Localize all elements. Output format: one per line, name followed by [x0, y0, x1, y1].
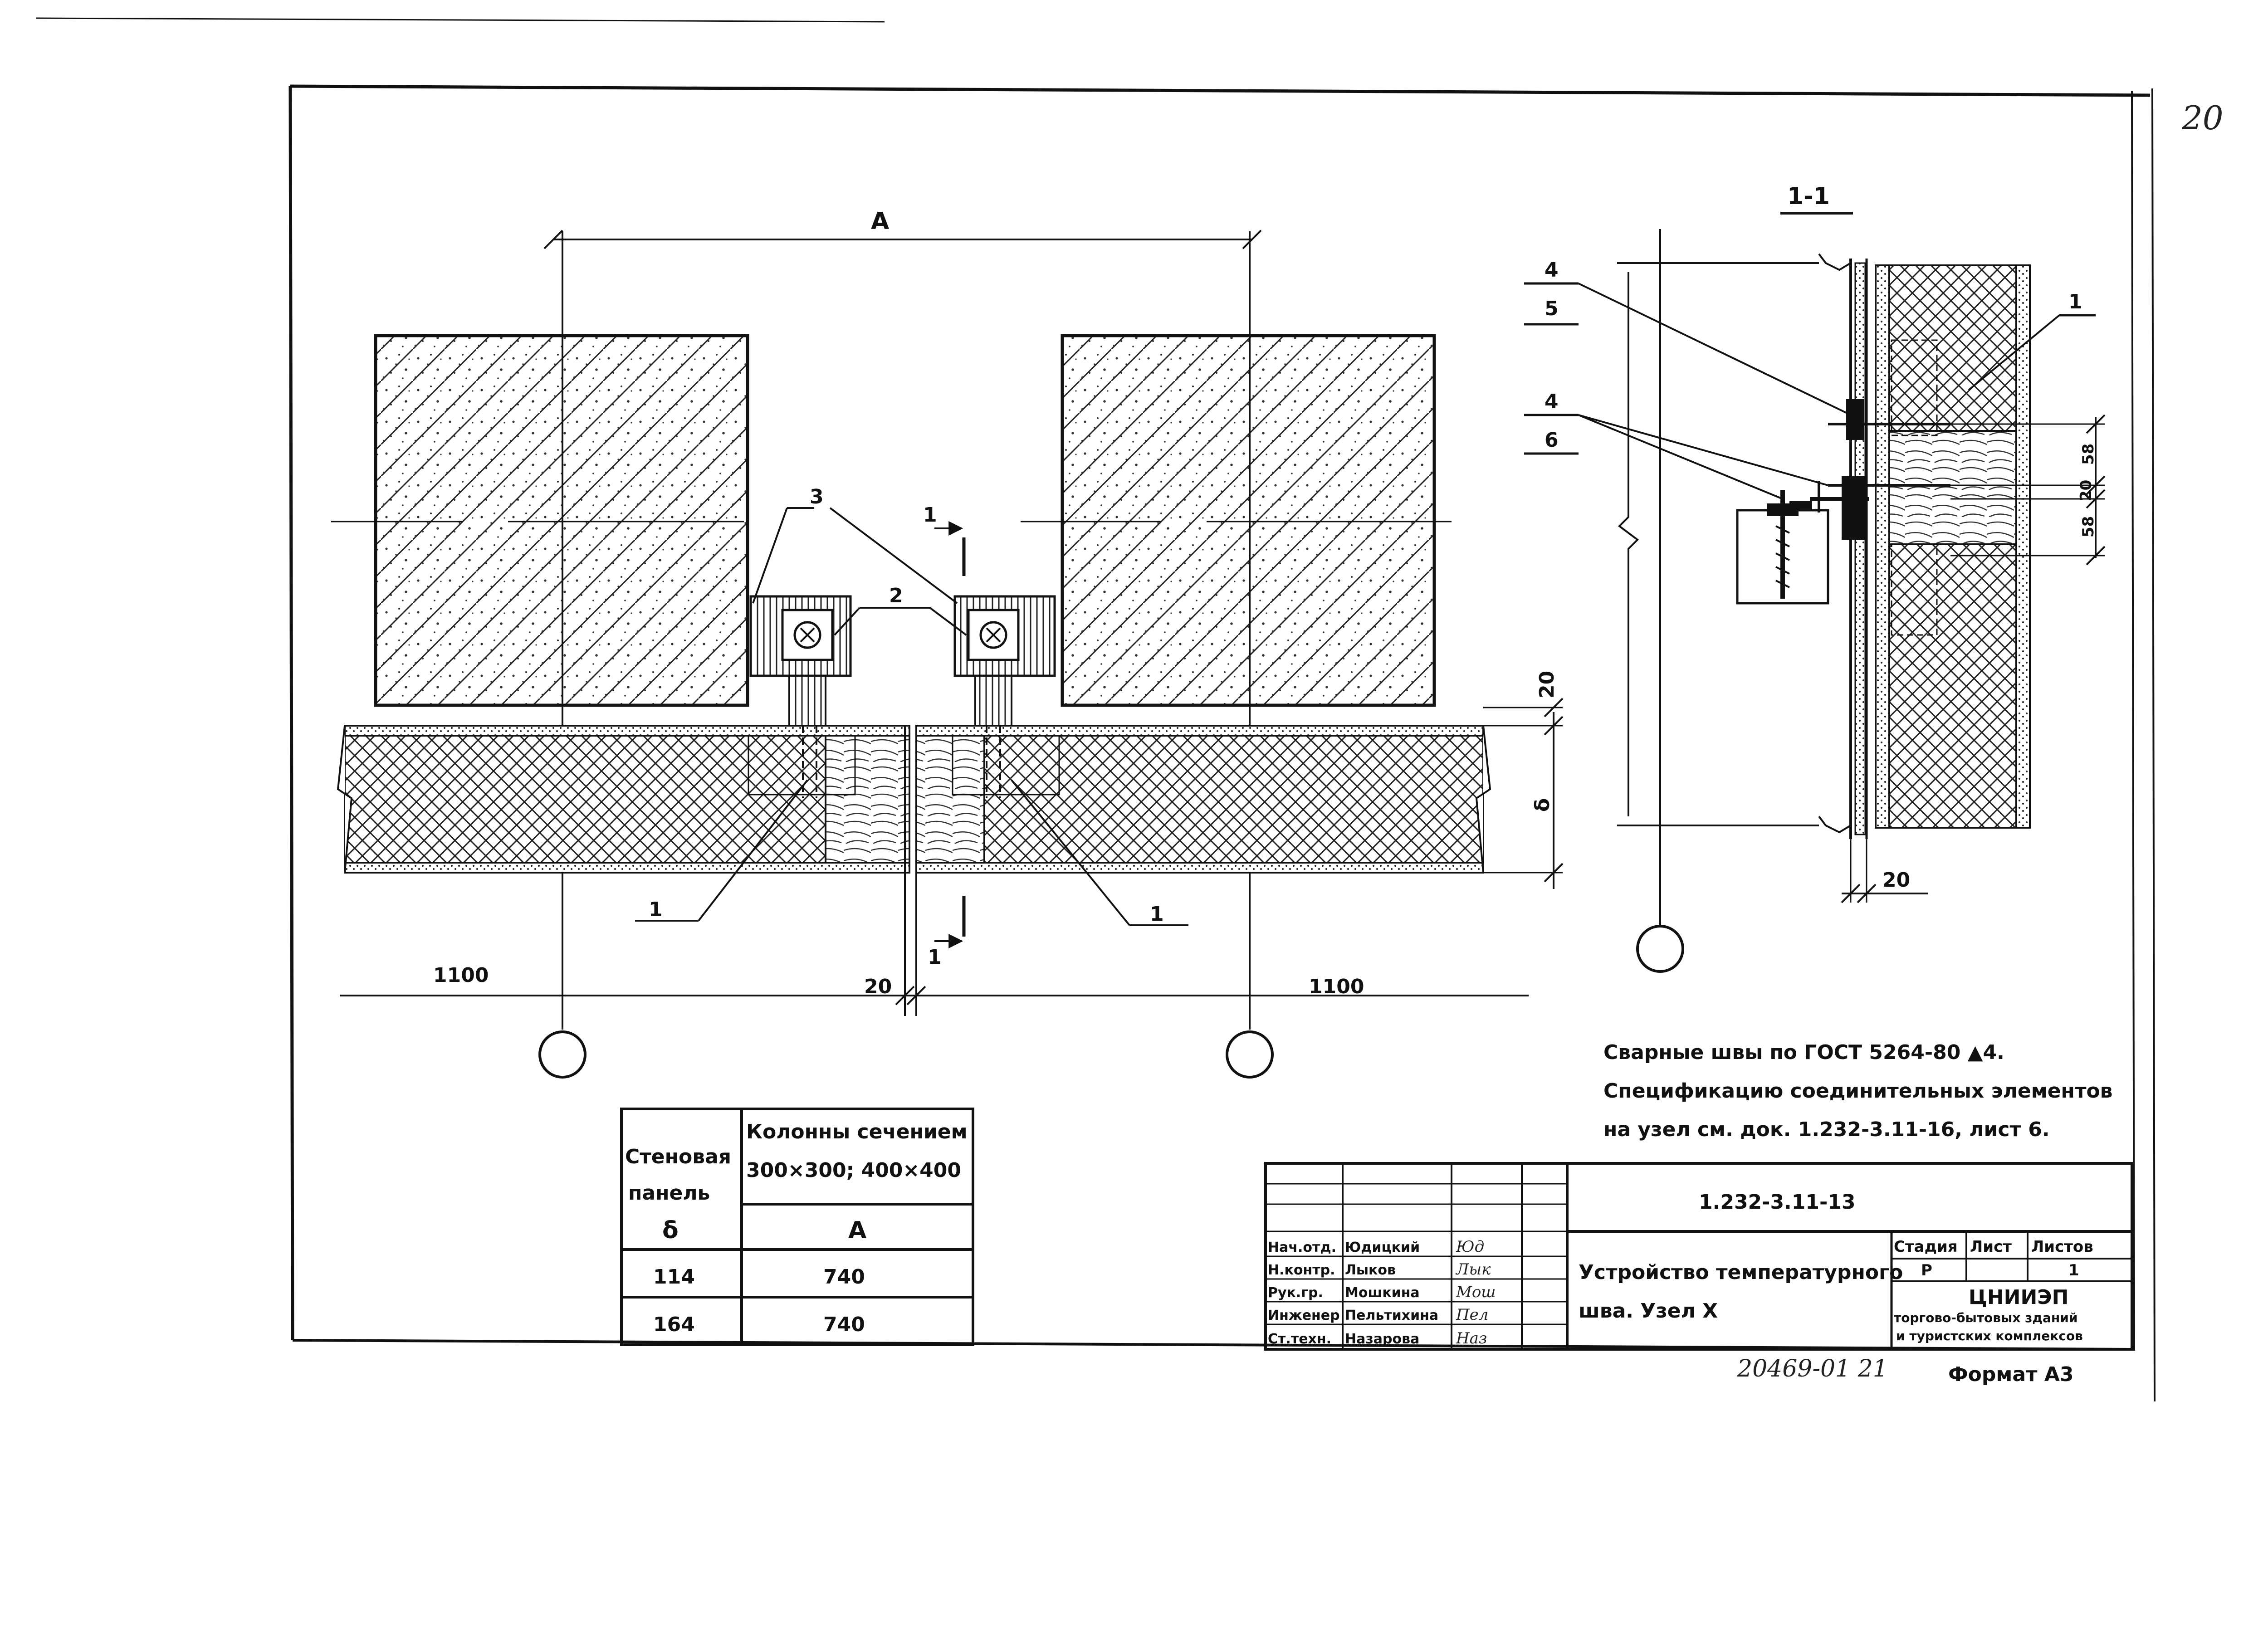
bracket-right — [952, 595, 1060, 798]
axis-bubble-left — [538, 1030, 587, 1079]
panel-table: Стеновая панель δ Колонны сечением 300×3… — [620, 1108, 974, 1346]
staff-name-2: Лыков — [1345, 1262, 1396, 1278]
callout-2: 2 — [889, 584, 903, 607]
notes-block: Сварные швы по ГОСТ 5264-80 ▲4. Специфик… — [1603, 1041, 2113, 1141]
staff-role-5: Ст.техн. — [1268, 1331, 1331, 1347]
staff-role-3: Рук.гр. — [1268, 1285, 1323, 1301]
sheet-frame — [36, 17, 2156, 1402]
staff-role-2: Н.контр. — [1268, 1262, 1335, 1278]
sheet-label: Лист — [1970, 1238, 2012, 1256]
section-mark-bottom: 1 — [928, 946, 942, 969]
table-header-columns-1: Колонны сечением — [746, 1120, 968, 1143]
staff-role-4: Инженер — [1268, 1308, 1340, 1323]
dim-delta: δ — [1531, 798, 1554, 812]
section-view: 1-1 4 — [1524, 183, 2106, 973]
callout-1-left: 1 — [649, 898, 663, 921]
table-header-columns-2: 300×300; 400×400 — [746, 1159, 961, 1182]
dim-20-gap: 20 — [864, 975, 892, 998]
callout-4-top: 4 — [1545, 259, 1559, 282]
staff-name-4: Пельтихина — [1345, 1308, 1438, 1323]
table-header-a: A — [848, 1217, 866, 1244]
dim-20-section: 20 — [1882, 869, 1910, 892]
callout-1-right: 1 — [1150, 903, 1164, 926]
stage-label: Стадия — [1894, 1238, 1958, 1256]
section-mark-top: 1 — [923, 503, 937, 527]
dim-20-mid: 20 — [2077, 480, 2095, 501]
drawing-title-2: шва. Узел Х — [1579, 1299, 1718, 1323]
stage-value: Р — [1921, 1261, 1932, 1279]
callout-1-section: 1 — [2068, 290, 2082, 313]
dim-58-top: 58 — [2079, 444, 2097, 465]
table-header-panel-1: Стеновая — [625, 1145, 731, 1168]
staff-sign-3: Мош — [1456, 1283, 1496, 1301]
dim-a: A — [871, 208, 889, 235]
staff-sign-4: Пел — [1456, 1306, 1488, 1324]
staff-sign-2: Лык — [1455, 1260, 1491, 1279]
table-row-1-a: 740 — [823, 1265, 865, 1289]
dim-1100-left: 1100 — [433, 964, 489, 987]
table-header-panel-3: δ — [662, 1217, 679, 1244]
staff-sign-5: Наз — [1456, 1329, 1487, 1347]
org-name: ЦНИИЭП — [1969, 1286, 2068, 1309]
format-label: Формат А3 — [1948, 1363, 2074, 1386]
callout-4-bottom: 4 — [1545, 390, 1559, 413]
table-row-1-panel: 114 — [653, 1265, 695, 1289]
note-line-2: Спецификацию соединительных элементов — [1603, 1079, 2113, 1103]
staff-name-3: Мошкина — [1345, 1285, 1420, 1301]
title-block: 1.232-3.11-13 Устройство температурного … — [1264, 1162, 2133, 1351]
bracket-left — [748, 595, 856, 798]
wall-panel-right — [915, 725, 1491, 874]
table-row-2-a: 740 — [823, 1313, 865, 1336]
column-right — [1061, 334, 1436, 707]
section-wall-panel — [1888, 264, 2017, 829]
callout-3: 3 — [810, 485, 824, 508]
note-line-1: Сварные швы по ГОСТ 5264-80 ▲4. — [1603, 1041, 2004, 1064]
archive-number: 20469-01 21 — [1737, 1355, 1888, 1382]
sheets-value: 1 — [2068, 1261, 2079, 1279]
note-line-3: на узел см. док. 1.232-3.11-16, лист 6. — [1603, 1118, 2050, 1141]
staff-role-1: Нач.отд. — [1268, 1240, 1336, 1255]
plan-view: A — [331, 208, 1564, 1079]
axis-bubble-right — [1226, 1030, 1274, 1079]
staff-name-5: Назарова — [1345, 1331, 1419, 1347]
dim-1100-right: 1100 — [1309, 975, 1364, 998]
staff-name-1: Юдицкий — [1345, 1240, 1420, 1255]
table-header-panel-2: панель — [628, 1181, 710, 1205]
callout-5: 5 — [1545, 297, 1559, 320]
wall-panel-left — [337, 725, 910, 874]
callout-6: 6 — [1545, 429, 1559, 452]
section-axis-bubble — [1636, 925, 1684, 973]
staff-sign-1: Юд — [1456, 1238, 1484, 1256]
doc-code: 1.232-3.11-13 — [1699, 1191, 1856, 1214]
org-line-3: и туристских комплексов — [1896, 1328, 2083, 1343]
staff-rows: Нач.отд. Юдицкий Юд Н.контр. Лыков Лык Р… — [1268, 1238, 1496, 1347]
dim-20-top: 20 — [1535, 671, 1559, 698]
org-line-2: торгово-бытовых зданий — [1894, 1310, 2078, 1325]
table-row-2-panel: 164 — [653, 1313, 695, 1336]
page-number: 20 — [2181, 99, 2224, 137]
section-title: 1-1 — [1787, 183, 1830, 210]
dim-58-bottom: 58 — [2079, 516, 2097, 537]
drawing-title-1: Устройство температурного — [1579, 1261, 1903, 1284]
sheets-label: Листов — [2031, 1238, 2093, 1256]
